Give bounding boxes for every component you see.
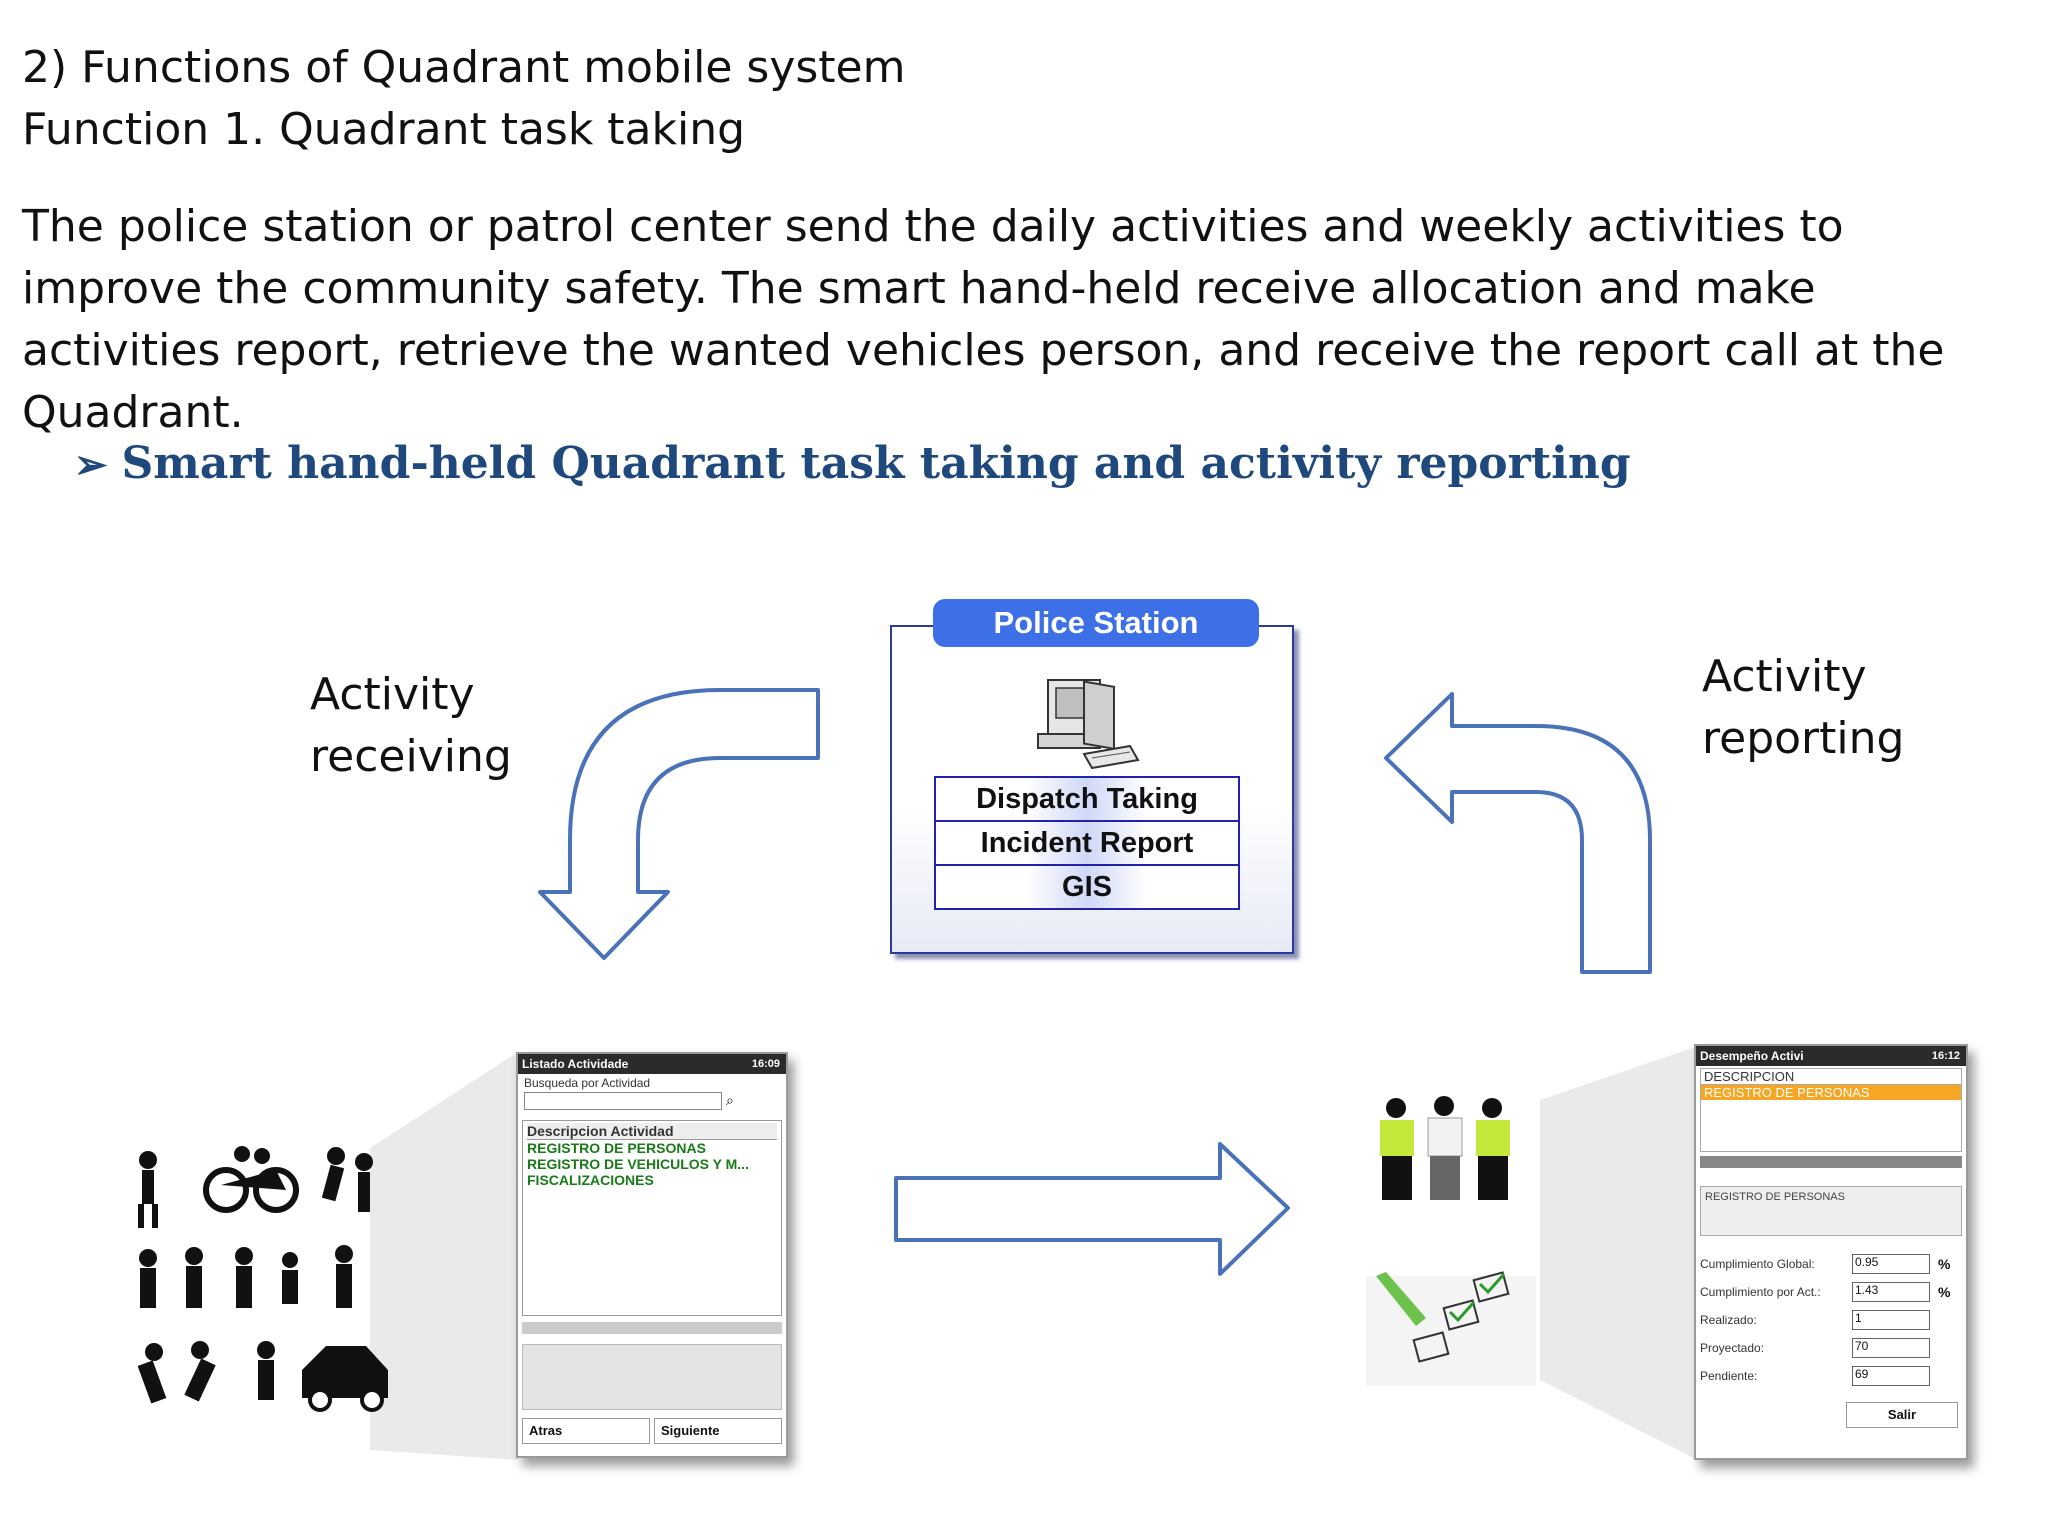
- menu-item-gis[interactable]: GIS: [934, 864, 1240, 910]
- list-item[interactable]: REGISTRO DE PERSONAS: [1701, 1085, 1961, 1100]
- metric-value-field[interactable]: 69: [1852, 1366, 1930, 1386]
- right-horizontal-scrollbar[interactable]: [1700, 1156, 1962, 1168]
- left-search-label: Busqueda por Actividad: [524, 1076, 651, 1090]
- metric-label: Pendiente:: [1700, 1369, 1758, 1383]
- metric-label: Cumplimiento Global:: [1700, 1257, 1815, 1271]
- left-horizontal-scrollbar[interactable]: [522, 1322, 782, 1334]
- heading-line-1: 2) Functions of Quadrant mobile system: [22, 42, 906, 93]
- right-detail-label: REGISTRO DE PERSONAS: [1700, 1186, 1962, 1236]
- left-status-title: Listado Actividade: [522, 1057, 629, 1071]
- section-subtitle: ➢ Smart hand-held Quadrant task taking an…: [74, 438, 1631, 489]
- right-status-bar: Desempeño Activi 16:12: [1696, 1046, 1966, 1066]
- left-status-bar: Listado Actividade 16:09: [518, 1054, 786, 1074]
- list-item[interactable]: REGISTRO DE PERSONAS: [527, 1140, 706, 1156]
- activity-receiving-line-1: Activity: [310, 669, 475, 720]
- right-handheld-screen: Desempeño Activi 16:12 DESCRIPCION REGIS…: [1694, 1044, 1968, 1460]
- arrow-bullet-icon: ➢: [74, 441, 108, 488]
- metric-value-field[interactable]: 0.95: [1852, 1254, 1930, 1274]
- description-paragraph: The police station or patrol center send…: [22, 201, 1945, 438]
- officers-checklist-icon: [1366, 1096, 1536, 1386]
- menu-item-incident-report[interactable]: Incident Report: [934, 820, 1240, 866]
- right-status-time: 16:12: [1931, 1050, 1960, 1062]
- right-column-header: DESCRIPCION: [1701, 1069, 1961, 1085]
- list-item[interactable]: REGISTRO DE VEHICULOS Y M...: [527, 1156, 749, 1172]
- left-handheld-screen: Listado Actividade 16:09 Busqueda por Ac…: [516, 1052, 788, 1458]
- metric-unit: %: [1938, 1256, 1951, 1272]
- list-item[interactable]: FISCALIZACIONES: [527, 1172, 654, 1188]
- activity-reporting-line-2: reporting: [1702, 713, 1905, 764]
- left-activity-list: Descripcion Actividad REGISTRO DE PERSON…: [522, 1120, 782, 1316]
- computer-icon: [1037, 679, 1140, 770]
- metric-unit: %: [1938, 1284, 1951, 1300]
- right-zoom-wedge: [1540, 1046, 1698, 1460]
- crime-illustration-icon: [137, 1146, 388, 1412]
- metric-label: Proyectado:: [1700, 1341, 1765, 1355]
- activity-reporting-line-1: Activity: [1702, 651, 1867, 702]
- right-status-title: Desempeño Activi: [1700, 1049, 1804, 1063]
- left-detail-area: [522, 1344, 782, 1410]
- heading-line-2: Function 1. Quadrant task taking: [22, 104, 746, 155]
- left-search-input[interactable]: [524, 1092, 722, 1110]
- left-status-time: 16:09: [751, 1058, 780, 1070]
- receiving-arrow-icon: [538, 688, 820, 960]
- transfer-arrow-icon: [894, 1142, 1290, 1276]
- left-zoom-wedge: [370, 1052, 518, 1460]
- section-subtitle-text: Smart hand-held Quadrant task taking and…: [121, 438, 1631, 489]
- metric-label: Cumplimiento por Act.:: [1700, 1285, 1821, 1299]
- right-metrics-form: Cumplimiento Global: 0.95% Cumplimiento p…: [1700, 1250, 1962, 1390]
- metric-value-field[interactable]: 1: [1852, 1310, 1930, 1330]
- menu-item-dispatch-taking[interactable]: Dispatch Taking: [934, 776, 1240, 822]
- metric-label: Realizado:: [1700, 1313, 1757, 1327]
- reporting-arrow-icon: [1384, 692, 1652, 974]
- metric-value-field[interactable]: 70: [1852, 1338, 1930, 1358]
- exit-button[interactable]: Salir: [1846, 1402, 1958, 1428]
- police-station-title: Police Station: [933, 599, 1259, 647]
- activity-receiving-label: Activity receiving: [310, 664, 512, 788]
- search-icon[interactable]: ⌕: [726, 1092, 734, 1108]
- activity-reporting-label: Activity reporting: [1702, 646, 1904, 770]
- left-list-header: Descripcion Actividad: [527, 1123, 777, 1140]
- right-activity-list: DESCRIPCION REGISTRO DE PERSONAS: [1700, 1068, 1962, 1152]
- activity-receiving-line-2: receiving: [310, 731, 512, 782]
- back-button[interactable]: Atras: [522, 1418, 650, 1444]
- next-button[interactable]: Siguiente: [654, 1418, 782, 1444]
- metric-value-field[interactable]: 1.43: [1852, 1282, 1930, 1302]
